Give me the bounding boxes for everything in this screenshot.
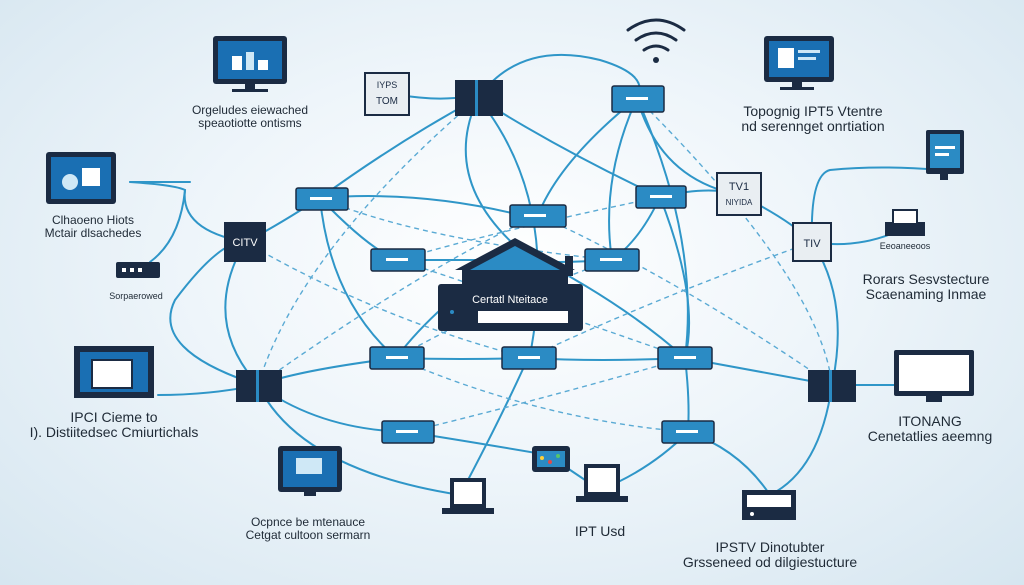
label-right-lower-sub: Cenetatlies aeemng [867,428,993,444]
box-tiv-label: TIV [803,238,821,250]
media-player-icon [532,446,570,472]
switch-ports [310,97,698,433]
box-citv[interactable]: CITV [224,222,266,262]
hub-label: Certatl Nteitace [472,294,548,306]
box-tv1[interactable]: TV1 NIYIDA [716,172,762,216]
laptop-icon-bottom-2 [576,464,628,502]
dark-node-left[interactable] [236,370,282,402]
label-left-upper-title: Clhaoeno Hiots [51,213,135,227]
router-icon-left [116,262,160,278]
wifi-icon [626,18,686,63]
label-left-upper-sub: Mctair dlsachedes [44,226,142,240]
box-iyps-line2: TOM [376,96,398,107]
tv-icon-left [74,346,154,398]
label-right-mid-title: Rorars Sesvstecture [862,271,990,287]
dark-node-top[interactable] [455,80,503,116]
label-right-mid-sub: Scaenaming Inmae [865,286,987,302]
box-iyps-line1: IYPS [377,80,398,90]
label-top-right-sub: nd serennget onrtiation [741,118,885,134]
label-bottom-left-title: Ocpnce be mtenauce [250,515,366,529]
monitor-icon-top-left [213,36,287,92]
label-left-lower-sub: I). Distiitedsec Cmiurtichals [29,424,199,440]
monitor-icon-top-right [764,36,834,90]
label-left-lower: IPCI Cieme to I). Distiitedsec Cmiurtich… [24,410,204,440]
label-top-right-title: Topognig IPT5 Vtentre [743,103,883,119]
box-tiv[interactable]: TIV [792,222,832,262]
monitor-icon-bottom-left [278,446,342,496]
label-top-left-sub: speaotiotte ontisms [198,116,302,130]
label-right-lower: ITONANG Cenetatlies aeemng [860,414,1000,444]
label-bottom-left-sub: Cetgat cultoon sermarn [245,528,371,542]
dark-node-right[interactable] [808,370,856,402]
monitor-icon-left [46,152,116,204]
label-top-right: Topognig IPT5 Vtentre nd serennget onrti… [728,104,898,134]
laptop-icon-bottom-1 [442,478,494,514]
label-top-left: Orgeludes eiewached speaotiotte ontisms [190,104,310,130]
label-bottom-right: IPSTV Dinotubter Grsseneed od dilgiestuc… [680,540,860,570]
tv-icon-right [894,350,974,402]
printer-icon-bottom-right [742,490,796,520]
box-citv-label: CITV [232,237,258,249]
box-tv1-line1: TV1 [729,181,749,193]
label-top-left-title: Orgeludes eiewached [191,103,309,117]
central-hub[interactable]: Certatl Nteitace [438,238,583,331]
label-bottom-right-title: IPSTV Dinotubter [715,539,825,555]
label-bottom-right-sub: Grsseneed od dilgiestucture [682,554,858,570]
label-left-lower-title: IPCI Cieme to [70,409,158,425]
label-right-small: Eeoaneeoos [879,241,931,251]
label-left-small: Sorpaerowed [109,291,163,301]
box-iyps-tom[interactable]: IYPS TOM [364,72,410,116]
label-bottom-center: IPT Usd [574,523,626,539]
label-right-lower-title: ITONANG [898,413,962,429]
label-left-upper: Clhaoeno Hiots Mctair dlsachedes [28,214,158,240]
label-right-mid: Rorars Sesvstecture Scaenaming Inmae [856,272,996,302]
box-tv1-line2: NIYIDA [726,198,753,207]
router-icon-right [885,209,925,236]
tablet-icon-right [926,130,964,180]
label-bottom-left: Ocpnce be mtenauce Cetgat cultoon sermar… [238,516,378,542]
